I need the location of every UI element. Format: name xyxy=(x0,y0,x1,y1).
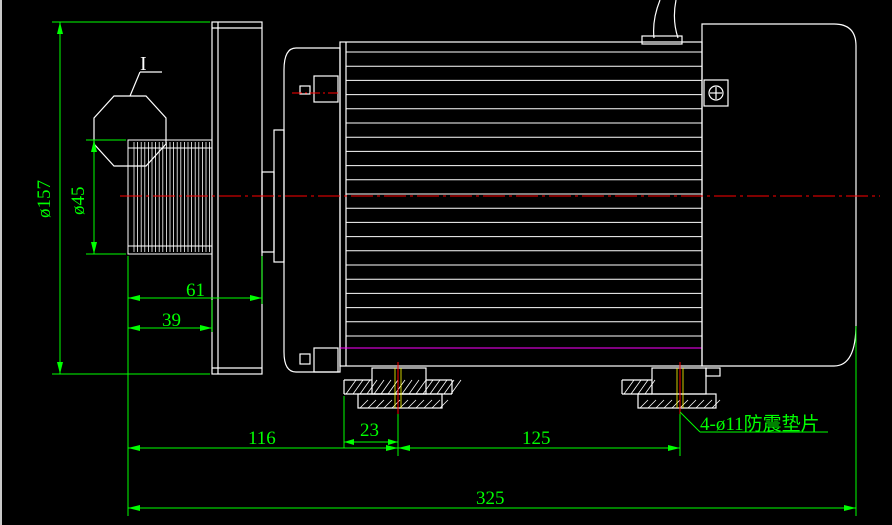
hatch-line xyxy=(367,399,377,409)
hatch-line xyxy=(655,399,665,409)
fan-cover xyxy=(701,23,857,367)
dim-shaft-length: 61 xyxy=(186,280,205,301)
hatch-line xyxy=(630,379,642,395)
hatch-line xyxy=(345,379,357,395)
hatch-line xyxy=(359,399,369,409)
dim-flange-diameter: ø157 xyxy=(34,180,55,218)
hatch-line xyxy=(436,379,448,395)
hatch-line xyxy=(407,399,417,409)
cooling-fins xyxy=(346,51,702,337)
dim-mount-offset: 23 xyxy=(360,420,379,441)
hatch-line xyxy=(387,379,399,395)
dim-thread-length: 39 xyxy=(162,310,181,331)
hatch-line xyxy=(703,399,713,409)
dimension-lines xyxy=(52,21,857,516)
hatch-line xyxy=(383,399,393,409)
hatch-line xyxy=(687,399,697,409)
note-damping-pads: 4-ø11防震垫片 xyxy=(700,413,820,435)
detail-leader xyxy=(129,71,141,97)
dim-to-mount: 116 xyxy=(248,428,276,449)
hatch-line xyxy=(394,379,406,395)
hatch-line xyxy=(429,379,441,395)
hatch-line xyxy=(695,399,705,409)
detail-marker-label: I xyxy=(140,53,147,75)
hatch-line xyxy=(391,399,401,409)
hatch-line xyxy=(711,399,721,409)
hatch-line xyxy=(639,399,649,409)
hatch-line xyxy=(450,379,462,395)
hatch-line xyxy=(431,399,441,409)
hatch-line xyxy=(359,379,371,395)
hatch-line xyxy=(408,379,420,395)
dim-mount-spacing: 125 xyxy=(522,428,551,449)
dim-shaft-diameter: ø45 xyxy=(68,187,89,216)
hatch-line xyxy=(373,379,385,395)
hatch-line xyxy=(422,379,434,395)
hatch-line xyxy=(423,399,433,409)
detail-octagon xyxy=(93,95,167,167)
hatch-line xyxy=(352,379,364,395)
hatch-line xyxy=(443,379,455,395)
dimension-arrows xyxy=(57,22,856,511)
hatch-line xyxy=(439,399,449,409)
motor-end-cap xyxy=(283,47,341,373)
hatch-line xyxy=(415,379,427,395)
hatch-line xyxy=(671,399,681,409)
cable-gland-icon xyxy=(703,79,729,107)
hatch-line xyxy=(375,399,385,409)
hatch-line xyxy=(644,379,656,395)
hatch-line xyxy=(647,399,657,409)
hatch-line xyxy=(623,379,635,395)
hatch-line xyxy=(637,379,649,395)
hatch-line xyxy=(415,399,425,409)
dim-overall-length: 325 xyxy=(476,488,505,509)
thread-lines xyxy=(133,142,211,252)
hatch-line xyxy=(380,379,392,395)
cable xyxy=(641,0,683,45)
hatch-line xyxy=(366,379,378,395)
hatch-line xyxy=(663,399,673,409)
hatch-line xyxy=(679,399,689,409)
hatch-line xyxy=(401,379,413,395)
hatch-pattern xyxy=(345,379,721,409)
